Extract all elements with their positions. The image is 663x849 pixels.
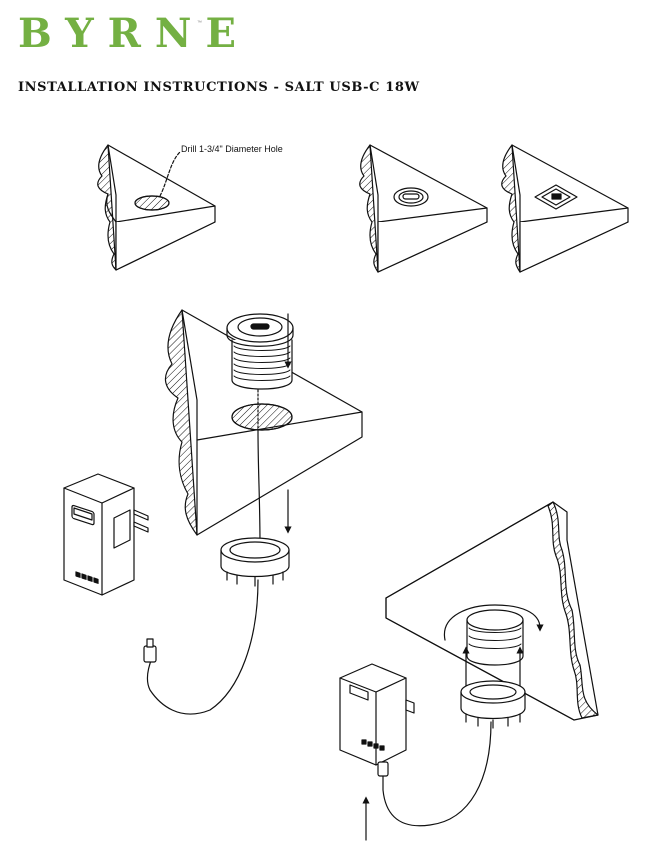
step-round-outlet-illustration bbox=[359, 144, 488, 273]
trademark-mark: ™ bbox=[197, 20, 202, 26]
drill-callout: Drill 1-3/4" Diameter Hole bbox=[181, 144, 283, 154]
document-title: INSTALLATION INSTRUCTIONS - SALT USB-C 1… bbox=[18, 80, 420, 95]
step-tighten-nut-illustration bbox=[382, 501, 599, 827]
step-drill-hole-illustration bbox=[97, 144, 216, 271]
power-adapter-connected-illustration bbox=[339, 663, 415, 841]
brand-name: BYRNE bbox=[18, 10, 250, 57]
step-square-outlet-illustration bbox=[501, 144, 629, 273]
step-insert-unit-illustration bbox=[143, 309, 363, 715]
power-adapter-illustration bbox=[63, 473, 149, 596]
brand-logo: BYRNE bbox=[18, 10, 250, 58]
